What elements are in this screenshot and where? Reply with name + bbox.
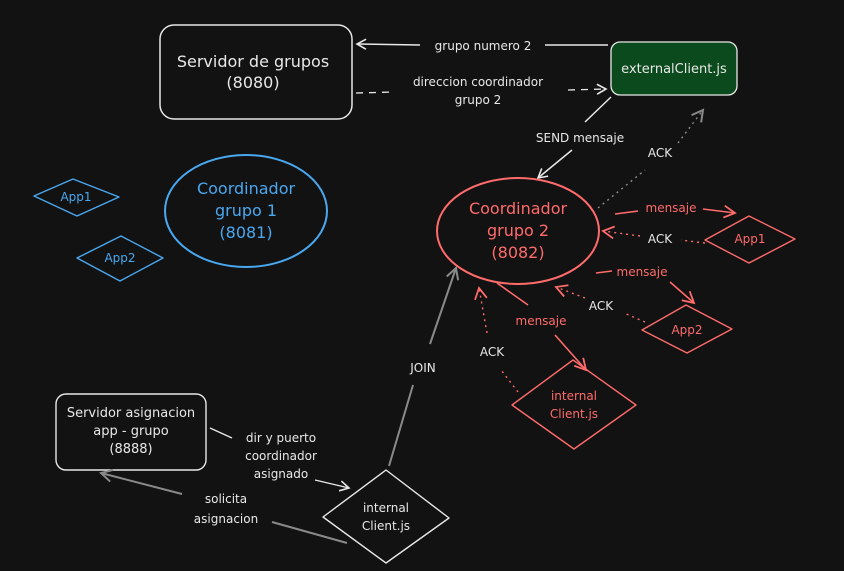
coordinador2-group: grupo 2 [487, 221, 549, 240]
internal-white-line1: internal [363, 501, 409, 515]
solicita-line1: solicita [205, 492, 247, 506]
servidor-asignacion-title: Servidor asignacion [67, 406, 195, 421]
ack-internal-label: ACK [480, 345, 505, 359]
join-label: JOIN [409, 361, 436, 375]
mensaje-app2-label: mensaje [617, 265, 668, 279]
app1-blue-node: App1 [33, 178, 120, 217]
app2-blue-node: App2 [76, 235, 164, 282]
internal-white-line2: Client.js [362, 519, 410, 533]
direccion-arrow [355, 89, 606, 93]
ack-app1-arrow [603, 231, 706, 243]
dir-line3: asignado [254, 467, 308, 481]
ack-app2-label: ACK [589, 299, 614, 313]
servidor-grupos-node: Servidor de grupos (8080) [159, 24, 353, 120]
coordinador1-title: Coordinador [197, 179, 296, 198]
coordinador1-port: (8081) [219, 223, 272, 242]
ack-external-label: ACK [648, 146, 673, 160]
ack-app2-arrow [556, 287, 646, 323]
internal-client-white-node: internal Client.js [322, 469, 450, 564]
grupo-numero-label: grupo numero 2 [435, 39, 532, 53]
external-client-label: externalClient.js [621, 62, 727, 77]
coordinador-grupo1-node: Coordinador grupo 1 (8081) [164, 154, 328, 268]
direccion-label-1: direccion coordinador [413, 75, 543, 89]
coordinador1-group: grupo 1 [215, 201, 277, 220]
internal-red-line1: internal [551, 389, 597, 403]
mensaje-internal-arrow [496, 282, 586, 370]
ack-internal-arrow [479, 288, 519, 393]
ack-external-arrow [597, 110, 703, 209]
mensaje-internal-label: mensaje [516, 314, 567, 328]
dir-line2: coordinador [245, 449, 317, 463]
dir-puerto-arrow [209, 427, 349, 488]
send-mensaje-label: SEND mensaje [536, 131, 624, 145]
servidor-grupos-port: (8080) [226, 73, 279, 92]
internal-red-line2: Client.js [550, 407, 598, 421]
send-mensaje-arrow [538, 96, 612, 178]
app2-blue-label: App2 [104, 251, 135, 265]
solicita-arrow [101, 473, 348, 544]
app2-red-label: App2 [671, 323, 702, 337]
mensaje-app1-label: mensaje [646, 201, 697, 215]
mensaje-app1-arrow [614, 209, 735, 214]
direccion-label-2: grupo 2 [455, 93, 502, 107]
solicita-line2: asignacion [194, 512, 258, 526]
external-client-node: externalClient.js [610, 41, 738, 96]
join-arrow [388, 268, 456, 467]
servidor-asignacion-port: (8888) [109, 442, 152, 457]
mensaje-app2-arrow [595, 270, 694, 303]
servidor-asignacion-sub: app - grupo [93, 424, 169, 439]
coordinador2-title: Coordinador [469, 199, 568, 218]
internal-client-red-node: internal Client.js [511, 359, 637, 450]
coordinador2-port: (8082) [491, 243, 544, 262]
grupo-numero-arrow [357, 44, 608, 45]
servidor-asignacion-node: Servidor asignacion app - grupo (8888) [55, 393, 207, 471]
ack-app1-label: ACK [648, 232, 673, 246]
app2-red-node: App2 [641, 304, 733, 354]
app1-blue-label: App1 [60, 190, 91, 204]
app1-red-node: App1 [704, 215, 796, 264]
servidor-grupos-title: Servidor de grupos [177, 52, 329, 71]
app1-red-label: App1 [734, 232, 765, 246]
dir-line1: dir y puerto [246, 431, 316, 445]
coordinador-grupo2-node: Coordinador grupo 2 (8082) [436, 177, 600, 285]
